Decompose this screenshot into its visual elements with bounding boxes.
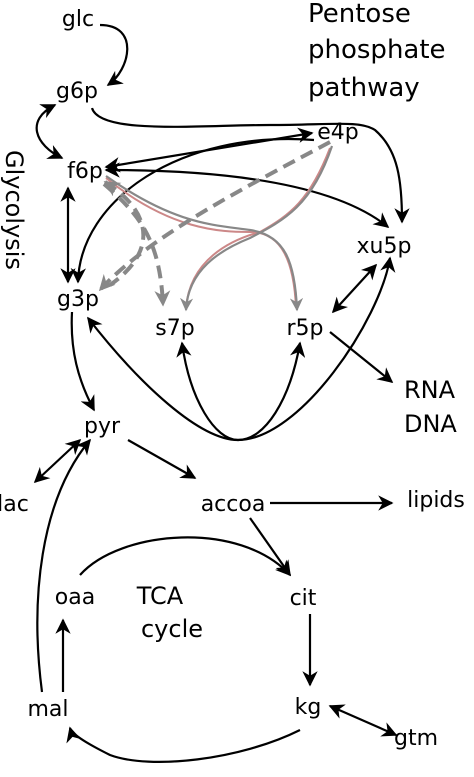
edge-red-f6p-r5p xyxy=(105,177,297,309)
tca-label-line2: cycle xyxy=(141,615,203,643)
edge-r5p-rnadna xyxy=(329,331,394,383)
node-lac: lac xyxy=(0,492,29,517)
edge-dashed-f6p-g3p xyxy=(103,180,146,287)
edge-r5p-xu5p xyxy=(331,263,378,314)
edge-glc-g6p xyxy=(99,23,129,86)
node-g6p: g6p xyxy=(56,79,98,104)
ppp-title-line3: pathway xyxy=(308,73,420,103)
ppp-title-line1: Pentose xyxy=(308,0,411,29)
rna-label: RNA xyxy=(404,376,456,404)
node-f6p: f6p xyxy=(67,159,103,184)
tca-label-line1: TCA xyxy=(136,582,184,610)
node-glc: glc xyxy=(62,7,94,32)
node-r5p: r5p xyxy=(286,316,323,341)
edge-g3p-pyr xyxy=(70,311,95,412)
edge-accoa-cit xyxy=(249,517,291,577)
edge-pyr-lac xyxy=(33,438,82,484)
dna-label: DNA xyxy=(404,410,457,438)
node-lipids: lipids xyxy=(407,488,465,513)
edge-oaa-cit xyxy=(79,536,292,577)
edge-dashed-e4p-g3p xyxy=(98,140,331,292)
node-s7p: s7p xyxy=(155,316,194,341)
edge-mal-pyr xyxy=(36,438,91,693)
edge-g6p-xu5p xyxy=(90,107,410,224)
edge-gray-e4p-s7p xyxy=(180,145,334,312)
edge-gray-f6p-r5p xyxy=(105,175,304,312)
node-kg: kg xyxy=(295,695,322,720)
node-g3p: g3p xyxy=(57,287,99,312)
node-oaa: oaa xyxy=(55,585,95,610)
node-e4p: e4p xyxy=(317,120,359,145)
node-xu5p: xu5p xyxy=(357,234,412,259)
ppp-title-line2: phosphate xyxy=(308,35,446,65)
glycolysis-label: Glycolysis xyxy=(0,150,28,270)
edge-g6p-f6p xyxy=(35,104,64,159)
node-pyr: pyr xyxy=(84,414,121,439)
node-gtm: gtm xyxy=(394,726,438,751)
edge-s7p-r5p xyxy=(176,341,306,442)
edge-pyr-accoa xyxy=(127,439,197,479)
edge-f6p-xu5p xyxy=(104,162,390,228)
edge-dashed-f6p-s7p xyxy=(102,182,171,307)
node-accoa: accoa xyxy=(201,492,266,517)
edge-kg-mal xyxy=(66,726,301,763)
edge-g3p-xu5p xyxy=(87,256,396,442)
edge-kg-gtm xyxy=(328,704,398,737)
node-mal: mal xyxy=(27,697,68,722)
node-cit: cit xyxy=(290,586,317,611)
edge-e4p-g3p xyxy=(70,137,315,284)
